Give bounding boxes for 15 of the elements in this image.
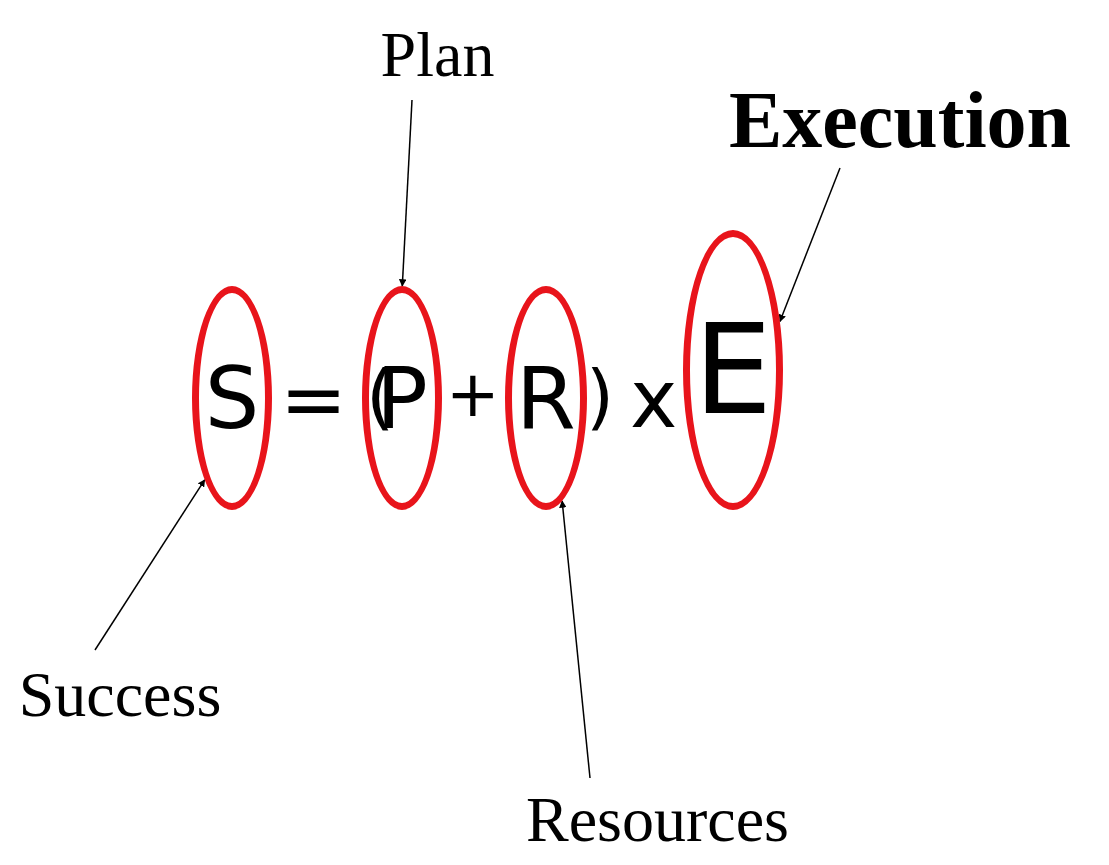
term-label: Resources: [515, 775, 800, 865]
term-label: Execution: [690, 70, 1109, 170]
math-symbol: ): [586, 360, 615, 432]
leader-line: [94, 479, 206, 651]
leader-line: [398, 99, 413, 287]
math-symbol: +: [446, 362, 500, 426]
leader-line: [778, 167, 841, 323]
circled-letter: E: [683, 230, 783, 510]
leader-line: [559, 500, 591, 779]
circled-letter: R: [505, 286, 587, 510]
term-label: Success: [15, 650, 225, 740]
circled-letter: S: [192, 286, 272, 510]
math-symbol: =: [280, 360, 348, 440]
math-symbol: x: [630, 360, 678, 440]
term-label: Plan: [370, 10, 505, 100]
